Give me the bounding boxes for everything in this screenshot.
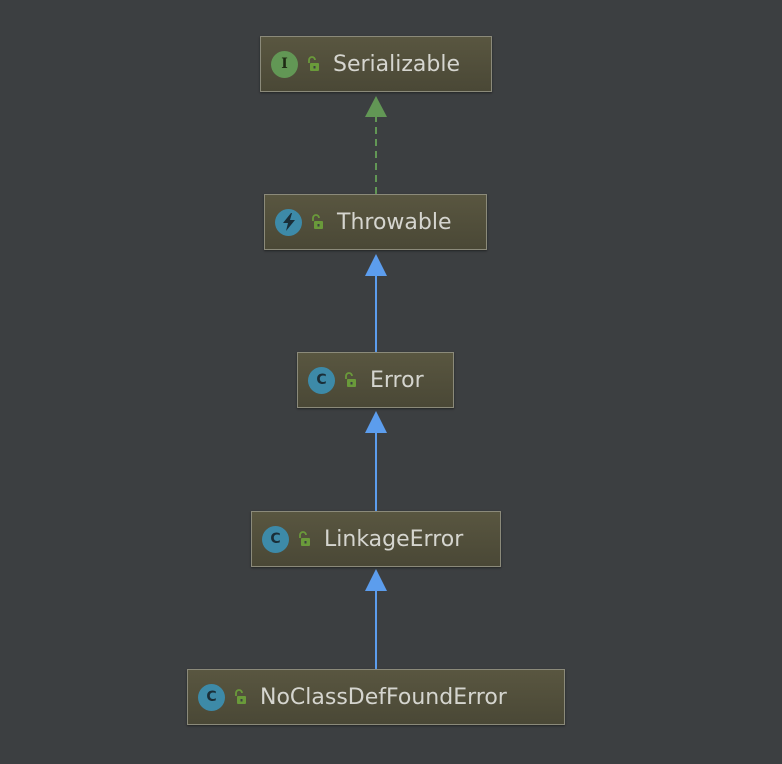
node-serializable[interactable]: I Serializable bbox=[260, 36, 492, 92]
interface-icon: I bbox=[271, 50, 298, 78]
arrowhead-linkageerror bbox=[365, 569, 387, 591]
arrowhead-throwable bbox=[365, 254, 387, 276]
node-linkageerror[interactable]: C LinkageError bbox=[251, 511, 501, 567]
public-lock-icon bbox=[310, 214, 324, 230]
public-lock-icon bbox=[233, 689, 247, 705]
class-icon: C bbox=[308, 366, 335, 394]
interface-icon-letter: I bbox=[281, 56, 288, 72]
public-lock-icon bbox=[306, 56, 320, 72]
node-label: Error bbox=[370, 367, 424, 393]
node-label: Throwable bbox=[337, 209, 452, 235]
node-label: Serializable bbox=[333, 51, 461, 77]
node-label: NoClassDefFoundError bbox=[260, 684, 507, 710]
node-throwable[interactable]: Throwable bbox=[264, 194, 487, 250]
node-error[interactable]: C Error bbox=[297, 352, 454, 408]
node-label: LinkageError bbox=[324, 526, 464, 552]
arrowhead-error bbox=[365, 411, 387, 433]
exception-class-icon bbox=[275, 208, 302, 236]
class-icon-letter: C bbox=[270, 531, 281, 547]
node-noclassdeffounderror[interactable]: C NoClassDefFoundError bbox=[187, 669, 565, 725]
arrowhead-serializable bbox=[365, 96, 387, 117]
class-icon: C bbox=[198, 683, 225, 711]
class-icon-letter: C bbox=[206, 689, 217, 705]
class-icon-letter: C bbox=[316, 372, 327, 388]
lightning-bolt-icon bbox=[282, 213, 295, 231]
class-icon: C bbox=[262, 525, 289, 553]
public-lock-icon bbox=[297, 531, 311, 547]
public-lock-icon bbox=[343, 372, 357, 388]
